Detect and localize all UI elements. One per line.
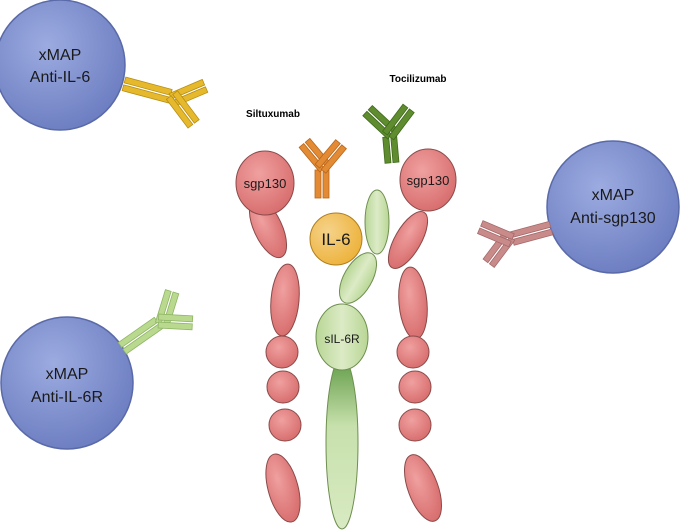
sil6r-label: sIL-6R — [324, 332, 360, 346]
antibody-anti-il6 — [121, 76, 209, 129]
il6-molecule: IL-6 — [309, 212, 363, 266]
bead-anti-il6-line2: Anti-IL-6 — [30, 69, 91, 86]
sil6r-body: sIL-6R — [315, 303, 369, 371]
bead-anti-il6: xMAP Anti-IL-6 — [0, 0, 126, 131]
antibody-anti-sgp130 — [476, 220, 554, 269]
sgp130-head-left: sgp130 — [235, 150, 295, 216]
bead-anti-il6r-line1: xMAP — [46, 366, 89, 383]
bead-anti-il6r: xMAP Anti-IL-6R — [0, 316, 134, 450]
sgp130-chain-right — [387, 211, 442, 522]
antibody-anti-il6r — [117, 289, 194, 355]
bead-anti-sgp130-line2: Anti-sgp130 — [570, 210, 655, 227]
bead-anti-sgp130-line1: xMAP — [592, 187, 635, 204]
label-siltuximab: Siltuxumab — [246, 109, 300, 120]
antibody-siltuximab — [298, 137, 347, 199]
label-tocilizumab: Tocilizumab — [389, 74, 446, 85]
il6-label: IL-6 — [321, 230, 350, 249]
sgp130-chain-left — [248, 197, 302, 523]
antibody-tocilizumab — [362, 103, 415, 164]
bead-anti-il6r-line2: Anti-IL-6R — [31, 389, 103, 406]
sgp130-head-right: sgp130 — [399, 148, 457, 212]
bead-anti-il6-line1: xMAP — [39, 47, 82, 64]
sgp130-left-label: sgp130 — [244, 176, 287, 191]
sgp130-right-label: sgp130 — [407, 173, 450, 188]
bead-anti-sgp130: xMAP Anti-sgp130 — [546, 140, 680, 274]
sil6r-chain — [325, 189, 390, 530]
